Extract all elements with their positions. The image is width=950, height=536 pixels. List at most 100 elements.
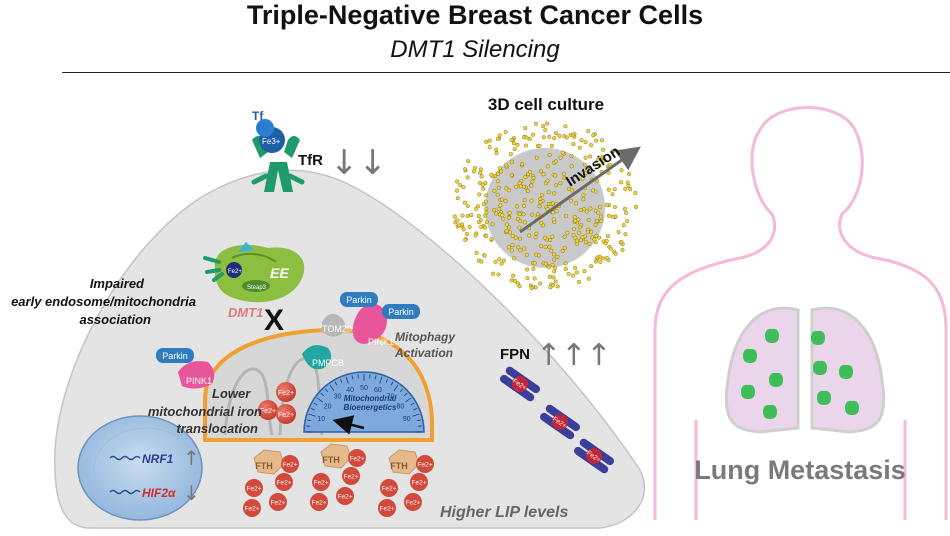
free-iron-label: Fe2+ <box>277 480 292 487</box>
spheroid-cell <box>552 269 557 274</box>
dna-strand-hif <box>109 489 141 495</box>
endosome-fe2-ball <box>226 262 242 278</box>
spheroid-cell <box>531 176 536 181</box>
spheroid-cell <box>524 135 529 140</box>
free-iron-label: Fe2+ <box>338 494 353 501</box>
spheroid-cell <box>506 245 511 250</box>
spheroid-cell <box>573 265 578 270</box>
spheroid-cell <box>634 204 639 209</box>
spheroid-cell <box>463 167 468 172</box>
spheroid-cell <box>455 196 460 201</box>
title-divider <box>62 72 950 73</box>
free-iron <box>348 449 366 467</box>
gauge-tick <box>412 413 420 417</box>
spheroid-cell <box>489 172 494 177</box>
spheroid-cell <box>529 198 534 203</box>
spheroid-cell <box>589 229 594 234</box>
spheroid-cell <box>613 214 618 219</box>
spheroid-cell <box>499 197 504 202</box>
spheroid-cell <box>569 164 574 169</box>
spheroid-cell <box>588 206 593 211</box>
spheroid-cell <box>479 224 484 229</box>
spheroid-cell <box>545 121 550 126</box>
mito-iron-label: Fe2+ <box>278 412 294 419</box>
spheroid-cells <box>452 121 639 291</box>
pink1-protein-left <box>178 361 215 389</box>
metastasis-label: Lung Metastasis <box>694 455 906 485</box>
spheroid-cell <box>527 233 532 238</box>
spheroid-cell <box>481 186 486 191</box>
spheroid-cell <box>479 259 484 264</box>
spheroid-cell <box>619 168 624 173</box>
hif2a-down-arrow: ↓ <box>183 481 200 505</box>
spheroid-cell <box>494 211 499 216</box>
spheroid-cell <box>587 167 592 172</box>
spheroid-cell <box>482 253 487 258</box>
gauge-title-line2: Bioenergetics <box>344 403 397 412</box>
spheroid-cell <box>531 132 536 137</box>
spheroid-cell <box>537 143 542 148</box>
spheroid-cell <box>503 198 508 203</box>
lung-nodule <box>839 364 853 379</box>
spheroid-cell <box>532 276 537 281</box>
spheroid-cell <box>460 213 465 218</box>
gauge-tick-label: 90 <box>403 416 411 423</box>
spheroid-cell <box>580 176 585 181</box>
spheroid-cell <box>507 225 512 230</box>
spheroid-cell <box>512 256 517 261</box>
spheroid-cell <box>498 203 503 208</box>
spheroid-cell <box>579 138 584 143</box>
spheroid-cell <box>577 279 582 284</box>
gauge-tick-label: 10 <box>317 416 325 423</box>
parkin-label-2: Parkin <box>388 307 414 317</box>
spheroid-cell <box>552 257 557 262</box>
spheroid-cell <box>510 233 515 238</box>
gauge-tick <box>379 376 383 384</box>
spheroid-cell <box>553 131 558 136</box>
spheroid-cell <box>591 133 596 138</box>
ferroportin-channels: Fe2+Fe2+Fe2+ <box>500 366 614 474</box>
free-iron-label: Fe2+ <box>283 462 298 469</box>
spheroid-cell <box>620 247 625 252</box>
spheroid-cell <box>534 121 539 126</box>
lower-iron-line1: Lower <box>212 386 251 401</box>
spheroid-cell <box>619 180 624 185</box>
spheroid-cell <box>588 154 593 159</box>
spheroid-cell <box>566 271 571 276</box>
spheroid-cell <box>583 140 588 145</box>
spheroid-cell <box>633 190 638 195</box>
free-iron-label: Fe2+ <box>312 500 327 507</box>
spheroid-cell <box>598 259 603 264</box>
spheroid-cell <box>484 139 489 144</box>
mito-iron-label: Fe2+ <box>260 408 276 415</box>
spheroid-cell <box>461 185 466 190</box>
spheroid-cell <box>513 278 518 283</box>
spheroid-cell <box>584 209 589 214</box>
spheroid-cell <box>582 207 587 212</box>
spheroid-cell <box>477 192 482 197</box>
spheroid-cell <box>509 173 514 178</box>
spheroid-cell <box>623 186 628 191</box>
spheroid-cell <box>487 138 492 143</box>
spheroid-cell <box>545 178 550 183</box>
spheroid-cell <box>555 254 560 259</box>
free-iron <box>410 473 428 491</box>
gauge-tick-label: 60 <box>374 387 382 394</box>
spheroid-cell <box>455 218 460 223</box>
gauge-needle <box>332 415 365 435</box>
spheroid-cell <box>621 223 626 228</box>
spheroid-cell <box>469 212 474 217</box>
spheroid-cell <box>506 215 511 220</box>
spheroid-cell <box>626 183 631 188</box>
spheroid-cell <box>623 232 628 237</box>
spheroid-cell <box>562 234 567 239</box>
spheroid-cell <box>628 187 633 192</box>
spheroid-cell <box>501 216 506 221</box>
spheroid-cell <box>539 193 544 198</box>
spheroid-cell <box>551 283 556 288</box>
spheroid-cell <box>520 162 525 167</box>
pmpcb-protein <box>302 345 332 370</box>
spheroid-cell <box>483 199 488 204</box>
spheroid-cell <box>483 213 488 218</box>
